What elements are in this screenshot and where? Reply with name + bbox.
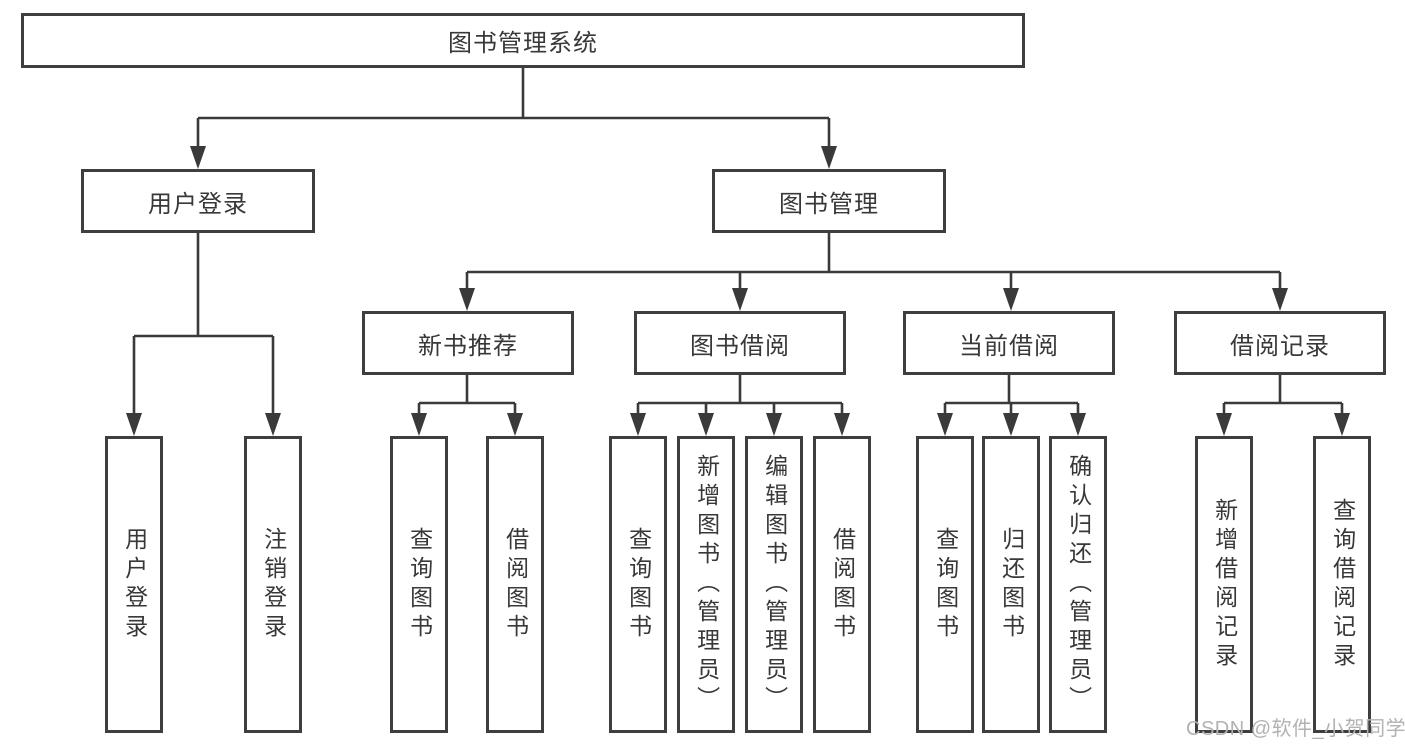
leaf-current-confirm-return-admin-label: 确认归还（管理员） <box>1065 454 1092 715</box>
leaf-current-return-book-label: 归还图书 <box>998 526 1025 643</box>
node-new-book-recommend: 新书推荐 <box>362 311 574 375</box>
leaf-current-query-book-label: 查询图书 <box>932 526 959 643</box>
node-root-system: 图书管理系统 <box>21 13 1025 68</box>
leaf-borrow-add-book-admin-label: 新增图书（管理员） <box>693 454 720 715</box>
leaf-user-login: 用户登录 <box>105 436 163 733</box>
node-current-borrow-label: 当前借阅 <box>959 332 1059 360</box>
leaf-user-login-label: 用户登录 <box>121 526 148 643</box>
csdn-watermark: CSDN @软件_小贺同学 <box>1186 718 1405 740</box>
arrowhead-icons <box>126 146 1350 436</box>
leaf-borrow-edit-book-admin: 编辑图书（管理员） <box>745 436 803 733</box>
leaf-borrow-edit-book-admin-label: 编辑图书（管理员） <box>761 454 788 715</box>
leaf-borrow-borrow-book-label: 借阅图书 <box>829 526 856 643</box>
node-current-borrow: 当前借阅 <box>903 311 1115 375</box>
node-user-login: 用户登录 <box>81 169 315 233</box>
leaf-newbook-borrow-book-label: 借阅图书 <box>502 526 529 643</box>
leaf-newbook-query-book-label: 查询图书 <box>406 526 433 643</box>
node-borrow-records-label: 借阅记录 <box>1230 332 1330 360</box>
leaf-logout: 注销登录 <box>244 436 302 733</box>
leaf-newbook-query-book: 查询图书 <box>390 436 448 733</box>
leaf-records-add-record: 新增借阅记录 <box>1195 436 1253 733</box>
node-book-borrow-label: 图书借阅 <box>690 332 790 360</box>
node-new-book-recommend-label: 新书推荐 <box>418 332 518 360</box>
leaf-records-query-record: 查询借阅记录 <box>1313 436 1371 733</box>
node-user-login-label: 用户登录 <box>148 190 248 218</box>
leaf-newbook-borrow-book: 借阅图书 <box>486 436 544 733</box>
node-root-label: 图书管理系统 <box>448 30 598 57</box>
leaf-borrow-add-book-admin: 新增图书（管理员） <box>677 436 735 733</box>
leaf-records-query-record-label: 查询借阅记录 <box>1329 497 1356 672</box>
leaf-current-query-book: 查询图书 <box>916 436 974 733</box>
node-book-management: 图书管理 <box>712 169 946 233</box>
leaf-current-return-book: 归还图书 <box>982 436 1040 733</box>
node-book-borrow: 图书借阅 <box>634 311 846 375</box>
node-borrow-records: 借阅记录 <box>1174 311 1386 375</box>
leaf-records-add-record-label: 新增借阅记录 <box>1211 497 1238 672</box>
leaf-borrow-borrow-book: 借阅图书 <box>813 436 871 733</box>
leaf-logout-label: 注销登录 <box>260 526 287 643</box>
leaf-borrow-query-book: 查询图书 <box>609 436 667 733</box>
node-book-management-label: 图书管理 <box>779 190 879 218</box>
leaf-borrow-query-book-label: 查询图书 <box>625 526 652 643</box>
leaf-current-confirm-return-admin: 确认归还（管理员） <box>1049 436 1107 733</box>
